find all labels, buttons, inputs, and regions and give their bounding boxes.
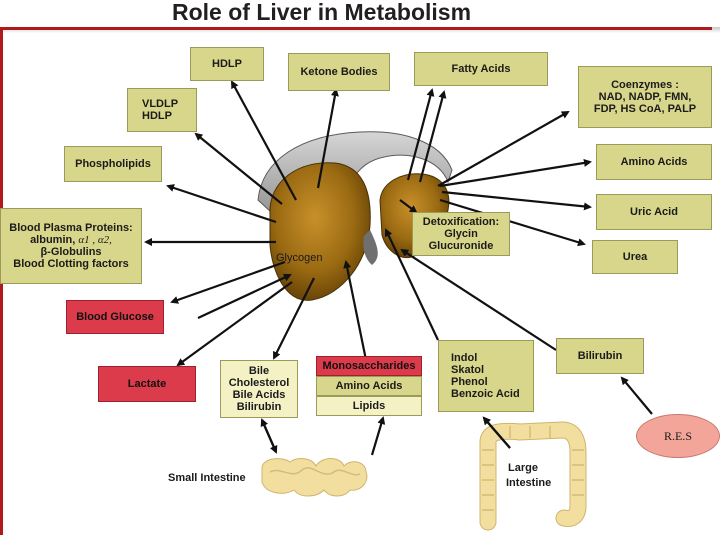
node-phospholipids: Phospholipids	[64, 146, 162, 182]
node-blood-glucose: Blood Glucose	[66, 300, 164, 334]
node-coenzymes-line1: Coenzymes :	[611, 79, 679, 91]
node-plasma-line2: albumin, α1 , α2,	[30, 234, 112, 246]
node-plasma-line2a: albumin,	[30, 234, 76, 246]
node-bile: Bile Cholesterol Bile Acids Bilirubin	[220, 360, 298, 418]
node-blood-plasma-proteins: Blood Plasma Proteins: albumin, α1 , α2,…	[0, 208, 142, 284]
node-detoxification: Detoxification: Glycin Glucuronide	[412, 212, 510, 256]
node-lipids-text: Lipids	[352, 400, 386, 412]
node-res-text: R.E.S	[663, 428, 692, 443]
node-fatty-acids: Fatty Acids	[414, 52, 548, 86]
node-lactate: Lactate	[98, 366, 196, 402]
node-bilirubin-right-text: Bilirubin	[577, 350, 623, 362]
node-monosaccharides: Monosaccharides	[316, 356, 422, 376]
liver-underside	[363, 230, 378, 265]
node-detox-line2: Glycin	[444, 228, 478, 240]
glycogen-label: Glycogen	[276, 252, 323, 264]
node-indol-line1: Indol	[451, 352, 478, 364]
node-plasma-line1: Blood Plasma Proteins:	[9, 222, 133, 234]
node-ketone-bodies-text: Ketone Bodies	[300, 66, 378, 78]
node-indol: Indol Skatol Phenol Benzoic Acid	[438, 340, 534, 412]
node-ketone-bodies: Ketone Bodies	[288, 53, 390, 91]
node-bilirubin-right: Bilirubin	[556, 338, 644, 374]
node-bile-line1: Bile	[248, 365, 270, 377]
node-urea-text: Urea	[622, 251, 648, 263]
node-phospholipids-text: Phospholipids	[75, 158, 151, 170]
large-intestine-illustration	[479, 421, 587, 531]
node-urea: Urea	[592, 240, 678, 274]
incoming-arrows	[197, 228, 653, 449]
small-intestine-illustration	[261, 458, 368, 497]
title-bar: Role of Liver in Metabolism	[0, 0, 720, 28]
node-bile-line2: Cholesterol	[228, 377, 290, 389]
liver-left-lobe	[269, 162, 371, 301]
node-coenzymes-line3: FDP, HS CoA, PALP	[593, 103, 697, 115]
node-indol-line2: Skatol	[451, 364, 485, 376]
large-intestine-label-line2: Intestine	[506, 477, 552, 489]
node-monosaccharides-text: Monosaccharides	[322, 360, 416, 372]
node-amino-acids-right-text: Amino Acids	[620, 156, 688, 168]
node-vldlp-line1: VLDLP	[142, 98, 179, 110]
node-uric-acid-text: Uric Acid	[630, 206, 678, 218]
node-detox-line3: Glucuronide	[428, 240, 494, 252]
title-divider	[0, 27, 720, 33]
node-detox-line1: Detoxification:	[422, 216, 500, 228]
node-amino-acids-bottom-text: Amino Acids	[335, 380, 403, 392]
node-lipids: Lipids	[316, 396, 422, 416]
node-fatty-acids-text: Fatty Acids	[451, 63, 511, 75]
node-indol-line4: Benzoic Acid	[451, 388, 520, 400]
node-indol-line3: Phenol	[451, 376, 488, 388]
node-bile-line3: Bile Acids	[232, 389, 286, 401]
large-intestine-label-line1: Large	[508, 462, 538, 474]
node-blood-glucose-text: Blood Glucose	[76, 311, 154, 323]
node-amino-acids-right: Amino Acids	[596, 144, 712, 180]
node-amino-acids-bottom: Amino Acids	[316, 376, 422, 396]
node-vldlp-hdlp: VLDLP HDLP	[127, 88, 197, 132]
node-hdlp: HDLP	[190, 47, 264, 81]
node-bile-line4: Bilirubin	[236, 401, 282, 413]
node-coenzymes: Coenzymes : NAD, NADP, FMN, FDP, HS CoA,…	[578, 66, 712, 128]
arrows	[144, 80, 592, 456]
node-plasma-line2b: α1 , α2,	[78, 234, 112, 246]
node-uric-acid: Uric Acid	[596, 194, 712, 230]
node-plasma-line4: Blood Clotting factors	[13, 258, 129, 270]
node-hdlp-text: HDLP	[212, 58, 242, 70]
slide-title: Role of Liver in Metabolism	[172, 0, 472, 25]
node-plasma-line3: β-Globulins	[40, 246, 102, 258]
node-vldlp-line2: HDLP	[142, 110, 172, 122]
node-res: R.E.S	[636, 414, 720, 458]
node-lactate-text: Lactate	[127, 378, 167, 390]
small-intestine-label: Small Intestine	[168, 472, 246, 484]
node-coenzymes-line2: NAD, NADP, FMN,	[598, 91, 692, 103]
